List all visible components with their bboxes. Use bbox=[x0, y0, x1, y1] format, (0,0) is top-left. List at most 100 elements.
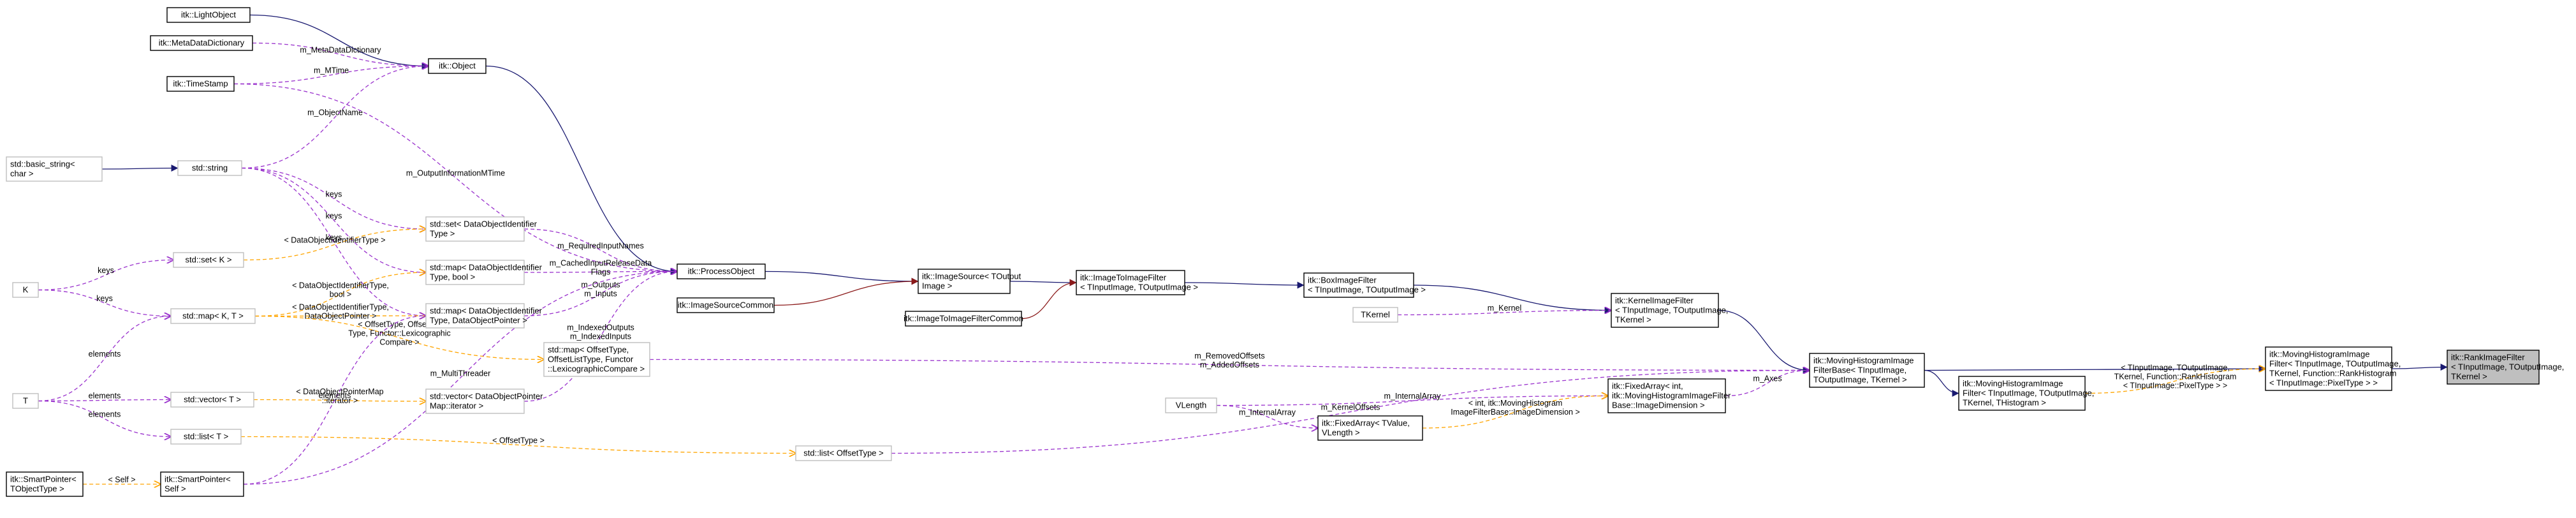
class-node-k[interactable]: K bbox=[12, 282, 39, 298]
class-node-kernelimagefilter[interactable]: itk::KernelImageFilter< TInputImage, TOu… bbox=[1611, 293, 1728, 328]
edge-imagesource-to-imagetoimagefilter bbox=[1009, 279, 1077, 286]
edge-label: keys bbox=[96, 294, 113, 303]
edge-line bbox=[1184, 281, 1305, 289]
edge-label: m_MTime bbox=[314, 66, 349, 75]
edge-label-line: m_ObjectName bbox=[307, 108, 363, 117]
class-node-fixedarray_int[interactable]: itk::FixedArray< int,itk::MovingHistogra… bbox=[1607, 378, 1731, 413]
class-node-label-line: Self > bbox=[165, 484, 186, 494]
edge-label-line: keys bbox=[326, 233, 342, 242]
class-node-imagesourcecommon[interactable]: itk::ImageSourceCommon bbox=[677, 297, 775, 313]
edge-line bbox=[1009, 279, 1077, 286]
class-node-set_doi[interactable]: std::set< DataObjectIdentifierType > bbox=[425, 216, 538, 242]
edge-label: m_OutputInformationMTime bbox=[406, 169, 505, 178]
edge-line bbox=[38, 316, 171, 402]
class-node-label-line: itk::FixedArray< int, bbox=[1612, 381, 1683, 391]
class-node-imagetoimagefilter[interactable]: itk::ImageToImageFilter< TInputImage, TO… bbox=[1076, 270, 1198, 295]
edge-label-line: m_OutputInformationMTime bbox=[406, 169, 505, 178]
edge-label-line: m_MetaDataDictionary bbox=[300, 46, 381, 55]
class-node-tkernel[interactable]: TKernel bbox=[1352, 307, 1398, 323]
edge-label-line: < DataObjectPointerMap bbox=[296, 387, 383, 396]
edge-line bbox=[765, 270, 919, 285]
class-node-boximagefilter[interactable]: itk::BoxImageFilter< TInputImage, TOutpu… bbox=[1303, 272, 1426, 298]
edge-label-line: m_KernelOffsets bbox=[1321, 403, 1380, 412]
class-node-box bbox=[170, 392, 254, 408]
class-node-label-line: Type > bbox=[430, 229, 455, 239]
edge-fixedarray_int-to-mhifbase: m_Axes bbox=[1725, 371, 1810, 397]
class-node-lightobject[interactable]: itk::LightObject bbox=[166, 7, 251, 23]
class-node-label-line: itk::MovingHistogramImage bbox=[1963, 379, 2063, 389]
edge-line bbox=[2391, 364, 2448, 371]
edge-line bbox=[773, 278, 919, 306]
edge-line bbox=[254, 315, 544, 360]
class-node-timestamp[interactable]: itk::TimeStamp bbox=[166, 76, 235, 92]
class-node-box bbox=[6, 471, 84, 497]
class-node-set_k[interactable]: std::set< K > bbox=[173, 252, 244, 268]
class-node-label-line: < TInputImage, TOutputImage, bbox=[1615, 306, 1728, 315]
class-node-imagesource[interactable]: itk::ImageSource< TOutputImage > bbox=[918, 269, 1021, 294]
class-node-label-line: T bbox=[23, 396, 28, 406]
class-node-imagetoimagefiltercommon[interactable]: itk::ImageToImageFilterCommon bbox=[904, 311, 1023, 327]
class-node-list_offset[interactable]: std::list< OffsetType > bbox=[795, 445, 892, 461]
edge-label-line: m_Kernel bbox=[1488, 304, 1522, 313]
class-node-metadatadict[interactable]: itk::MetaDataDictionary bbox=[150, 35, 253, 51]
class-node-processobject[interactable]: itk::ProcessObject bbox=[677, 263, 766, 279]
class-node-box bbox=[1165, 397, 1217, 413]
class-node-map_kt[interactable]: std::map< K, T > bbox=[170, 308, 256, 324]
edge-line bbox=[2084, 369, 2265, 394]
class-node-fixedarray_tv[interactable]: itk::FixedArray< TValue,VLength > bbox=[1317, 415, 1423, 441]
edge-label: < DataObjectPointerMap::iterator > bbox=[296, 387, 383, 405]
class-node-label-line: OffsetListType, Functor bbox=[548, 355, 634, 364]
class-node-label-line: < TInputImage, TOutputImage > bbox=[1080, 283, 1198, 292]
class-node-label-line: ::LexicographicCompare > bbox=[548, 364, 645, 374]
class-node-list_t[interactable]: std::list< T > bbox=[170, 429, 242, 445]
class-node-label-line: std::list< OffsetType > bbox=[803, 448, 884, 458]
class-node-label-line: TKernel > bbox=[2451, 372, 2487, 381]
edge-label-line: m_Outputs bbox=[581, 280, 620, 289]
class-node-smartptr_self[interactable]: itk::SmartPointer<Self > bbox=[160, 471, 244, 497]
class-node-box bbox=[905, 311, 1022, 327]
edge-label: m_InternalArray bbox=[1384, 392, 1442, 401]
edge-line bbox=[240, 436, 796, 454]
class-node-map_offset[interactable]: std::map< OffsetType,OffsetListType, Fun… bbox=[543, 342, 650, 377]
edge-label: elements bbox=[89, 410, 121, 419]
class-node-box bbox=[425, 303, 525, 329]
class-node-rankimagefilter[interactable]: itk::RankImageFilter< TInputImage, TOutp… bbox=[2447, 350, 2564, 385]
class-node-label-line: std::basic_string< bbox=[10, 159, 75, 169]
class-node-label-line: itk::MovingHistogramImageFilter bbox=[1612, 391, 1731, 401]
class-node-vector_dop[interactable]: std::vector< DataObjectPointerMap::itera… bbox=[425, 389, 543, 414]
class-node-map_doi_bool[interactable]: std::map< DataObjectIdentifierType, bool… bbox=[425, 260, 543, 285]
class-node-mhif_rank[interactable]: itk::MovingHistogramImageFilter< TInputI… bbox=[2265, 346, 2401, 391]
edge-label-line: ::iterator > bbox=[322, 396, 358, 405]
class-node-string[interactable]: std::string bbox=[177, 160, 242, 176]
edge-t-to-vector_t: elements bbox=[38, 392, 171, 401]
edge-set_k-to-set_doi: < DataObjectIdentifierType > bbox=[243, 229, 426, 261]
class-node-vector_t[interactable]: std::vector< T > bbox=[170, 392, 254, 408]
edge-label-line: m_Inputs bbox=[584, 289, 617, 298]
class-node-box bbox=[12, 282, 39, 298]
class-node-vlength[interactable]: VLength bbox=[1165, 397, 1217, 413]
class-node-object[interactable]: itk::Object bbox=[428, 58, 487, 74]
class-node-smartptr_t[interactable]: itk::SmartPointer<TObjectType > bbox=[6, 471, 84, 497]
class-node-basic_string[interactable]: std::basic_string<char > bbox=[6, 156, 103, 182]
class-node-map_doi_ptr[interactable]: std::map< DataObjectIdentifierType, Data… bbox=[425, 303, 543, 329]
class-node-box bbox=[170, 308, 256, 324]
class-node-t[interactable]: T bbox=[12, 393, 39, 409]
edge-line bbox=[38, 400, 171, 437]
edge-label-line: DataObjectPointer > bbox=[305, 311, 377, 320]
edge-label-line: elements bbox=[89, 350, 121, 359]
edge-label: < Self > bbox=[108, 475, 135, 484]
edge-line bbox=[241, 66, 428, 169]
edge-mhifbase-to-mhif_rank bbox=[1924, 365, 2266, 373]
edge-label-line: m_MTime bbox=[314, 66, 349, 75]
edge-line bbox=[241, 167, 426, 316]
class-node-mhif[interactable]: itk::MovingHistogramImageFilter< TInputI… bbox=[1958, 376, 2094, 411]
class-node-box bbox=[1303, 272, 1414, 298]
edge-label-line: ImageFilterBase::ImageDimension > bbox=[1451, 408, 1580, 417]
edge-line bbox=[1924, 365, 2266, 373]
